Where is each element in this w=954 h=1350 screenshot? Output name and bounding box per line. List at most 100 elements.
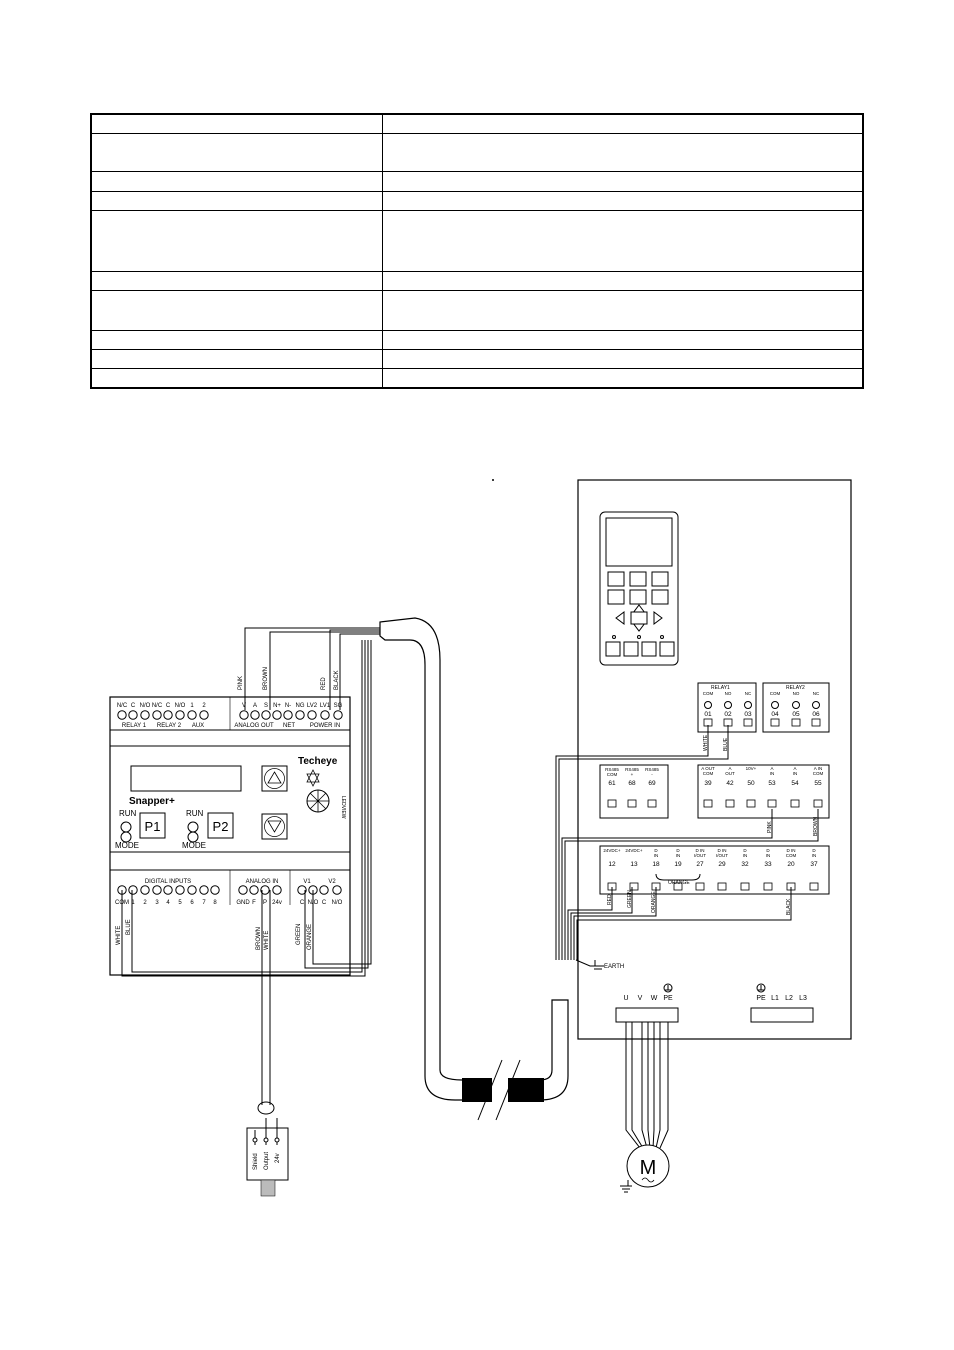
terminal-label: N/C (117, 703, 128, 709)
screw-terminal (320, 710, 330, 720)
v1-group-label: V1 (303, 879, 311, 885)
motor-label: M (640, 1157, 657, 1179)
net-group-label: NET (283, 723, 295, 729)
terminal-label: 2 (202, 703, 206, 709)
sensor-shield-label: Shield (253, 1153, 259, 1170)
screw-terminal (128, 885, 138, 895)
keypad-key[interactable] (629, 589, 647, 605)
terminal-box (791, 718, 801, 727)
p1-button[interactable] (139, 812, 166, 839)
drive-terminal-label: D IN (696, 848, 705, 853)
keypad-right-icon[interactable] (653, 611, 663, 625)
drive-terminal-label: COM (770, 691, 781, 696)
screw-terminal (250, 710, 260, 720)
analog-io-block (697, 764, 830, 819)
drive-terminal-label: D (766, 848, 770, 853)
brand-star-icon (306, 769, 320, 787)
drive-terminal-label: COM (703, 771, 714, 776)
drive-wires (555, 725, 819, 967)
drive-terminal-label: I/OUT (716, 853, 728, 858)
side-label: LEDVIEW (340, 796, 346, 819)
keypad-key[interactable] (607, 571, 625, 587)
keypad-key[interactable] (629, 571, 647, 587)
wire-label-black: BLACK (334, 670, 340, 690)
pressure-sensor: Shield Output 24v (246, 1101, 289, 1197)
mode-led-2 (187, 831, 199, 843)
keypad-ok-key[interactable] (630, 611, 648, 625)
terminal-label: SG (334, 703, 343, 709)
table-row (90, 171, 864, 192)
drive-terminal-label: NC (745, 691, 752, 696)
mains-terminal-label: L1 (771, 995, 779, 1002)
up-arrow-button[interactable] (261, 765, 288, 792)
keypad-key[interactable] (607, 589, 625, 605)
screw-terminal (332, 885, 342, 895)
terminal-label: P (263, 900, 267, 906)
down-arrow-button[interactable] (261, 813, 288, 840)
drive-terminal-label: COM (813, 771, 824, 776)
wire-label-white: WHITE (116, 926, 122, 945)
screw-terminal (297, 885, 307, 895)
drive-wire-label-orange: ORANGE (651, 891, 657, 913)
run-led-1 (120, 821, 132, 833)
drive-terminal-label: + (631, 772, 634, 777)
terminal-label: 1 (190, 703, 194, 709)
drive-terminal-label: IN (743, 853, 748, 858)
drive-terminal-label: A (770, 766, 773, 771)
drive-terminal-number: 39 (704, 780, 712, 787)
screw-terminal (238, 885, 248, 895)
terminal-label: 6 (190, 900, 194, 906)
drive-terminal-number: 53 (768, 780, 776, 787)
drive-terminal-label: RS485 (605, 767, 619, 772)
drive-terminal-label: 10V+ (746, 766, 757, 771)
mode-label-1: MODE (115, 841, 139, 850)
screw-terminal (152, 710, 162, 720)
terminal-label: N/O (175, 703, 186, 709)
drive-terminal-label: - (651, 772, 653, 777)
drive-terminal-label: COM (786, 853, 797, 858)
terminal-box (703, 718, 713, 727)
drive-terminal-number: 05 (792, 711, 800, 718)
screw-terminal (307, 710, 317, 720)
wire-label-green: GREEN (296, 924, 302, 945)
screw-terminal (771, 701, 779, 709)
relay2-title: RELAY2 (786, 685, 805, 691)
screw-terminal (163, 710, 173, 720)
sensor-output-label: Output (264, 1152, 270, 1170)
keypad-key[interactable] (641, 641, 657, 657)
terminal-label: 1 (131, 900, 135, 906)
keypad-key[interactable] (623, 641, 639, 657)
drive-terminal-label: RS485 (625, 767, 639, 772)
terminal-label: N+ (273, 703, 281, 709)
wire-label-pink: PINK (238, 676, 244, 690)
keypad-key[interactable] (651, 589, 669, 605)
terminal-label: S (264, 703, 268, 709)
terminal-box (725, 799, 735, 808)
keypad-left-icon[interactable] (615, 611, 625, 625)
screw-terminal (295, 710, 305, 720)
wire-label-orange: ORANGE (307, 924, 313, 950)
cable-bundle (379, 617, 569, 1121)
terminal-label: 5 (178, 900, 182, 906)
terminal-box (723, 718, 733, 727)
ground-icon (756, 983, 766, 993)
terminal-label: A (253, 703, 257, 709)
terminal-box (607, 799, 617, 808)
keypad-key[interactable] (659, 641, 675, 657)
wire-label-red: RED (321, 677, 327, 690)
drive-wire-label-blue: BLUE (723, 737, 729, 751)
sensor-24v-label: 24v (275, 1153, 281, 1163)
keypad-key[interactable] (605, 641, 621, 657)
keypad-key[interactable] (651, 571, 669, 587)
drive-terminal-label: 24VDC+ (603, 848, 621, 853)
terminal-label: LV2 (307, 703, 318, 709)
terminal-label: NG (296, 703, 305, 709)
run-label-1: RUN (119, 809, 137, 818)
relay1-group-label: RELAY 1 (122, 723, 147, 729)
p2-label: P2 (213, 819, 229, 834)
drive-terminal-number: 61 (608, 780, 616, 787)
p2-button[interactable] (207, 812, 234, 839)
drive-wire-label-black: BLACK (786, 898, 792, 915)
screw-terminal (704, 701, 712, 709)
